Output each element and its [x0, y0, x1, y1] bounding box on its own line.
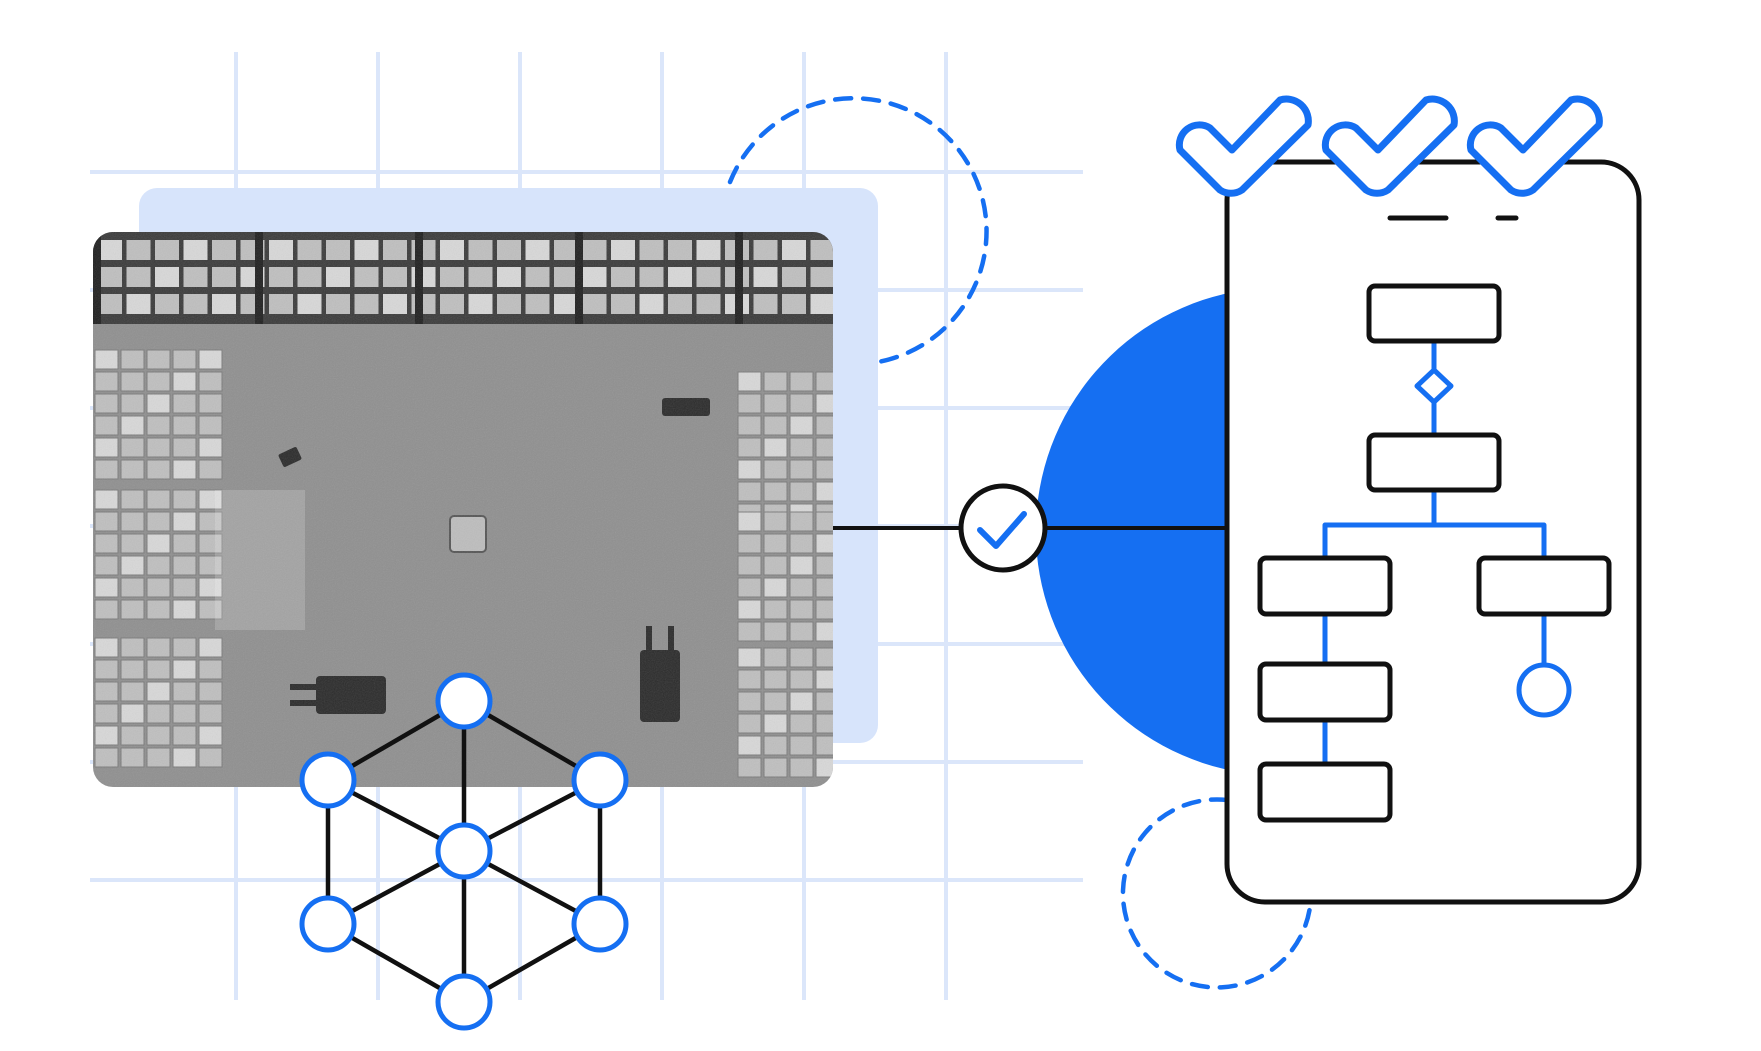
network-node: [571, 751, 629, 809]
network-node: [435, 822, 493, 880]
dashed-circle-icon: [727, 96, 989, 365]
check-icon: [1466, 95, 1603, 197]
checkmarks-row: [1175, 95, 1603, 197]
network-cube-icon: [299, 672, 629, 1031]
flow-right-rect: [1476, 555, 1612, 617]
network-node: [435, 973, 493, 1031]
network-node: [299, 751, 357, 809]
check-icon: [1175, 95, 1312, 197]
flow-end-circle: [1516, 662, 1572, 718]
network-node: [435, 672, 493, 730]
flow-left-rect-2: [1257, 661, 1393, 723]
flow-left-rect-1: [1257, 555, 1393, 617]
flow-start-rect: [1366, 283, 1502, 344]
connector: [833, 483, 1225, 573]
check-icon: [977, 511, 1027, 549]
flow-process-rect: [1366, 432, 1502, 493]
network-node: [571, 895, 629, 953]
dashed-circle-icon: [1120, 797, 1314, 990]
check-icon: [1321, 95, 1458, 197]
flow-decision-diamond: [1414, 367, 1454, 405]
network-node: [299, 895, 357, 953]
flow-left-rect-3: [1257, 761, 1393, 823]
blue-half-circle: [1035, 290, 1245, 773]
flowchart-icon: [1257, 283, 1612, 823]
